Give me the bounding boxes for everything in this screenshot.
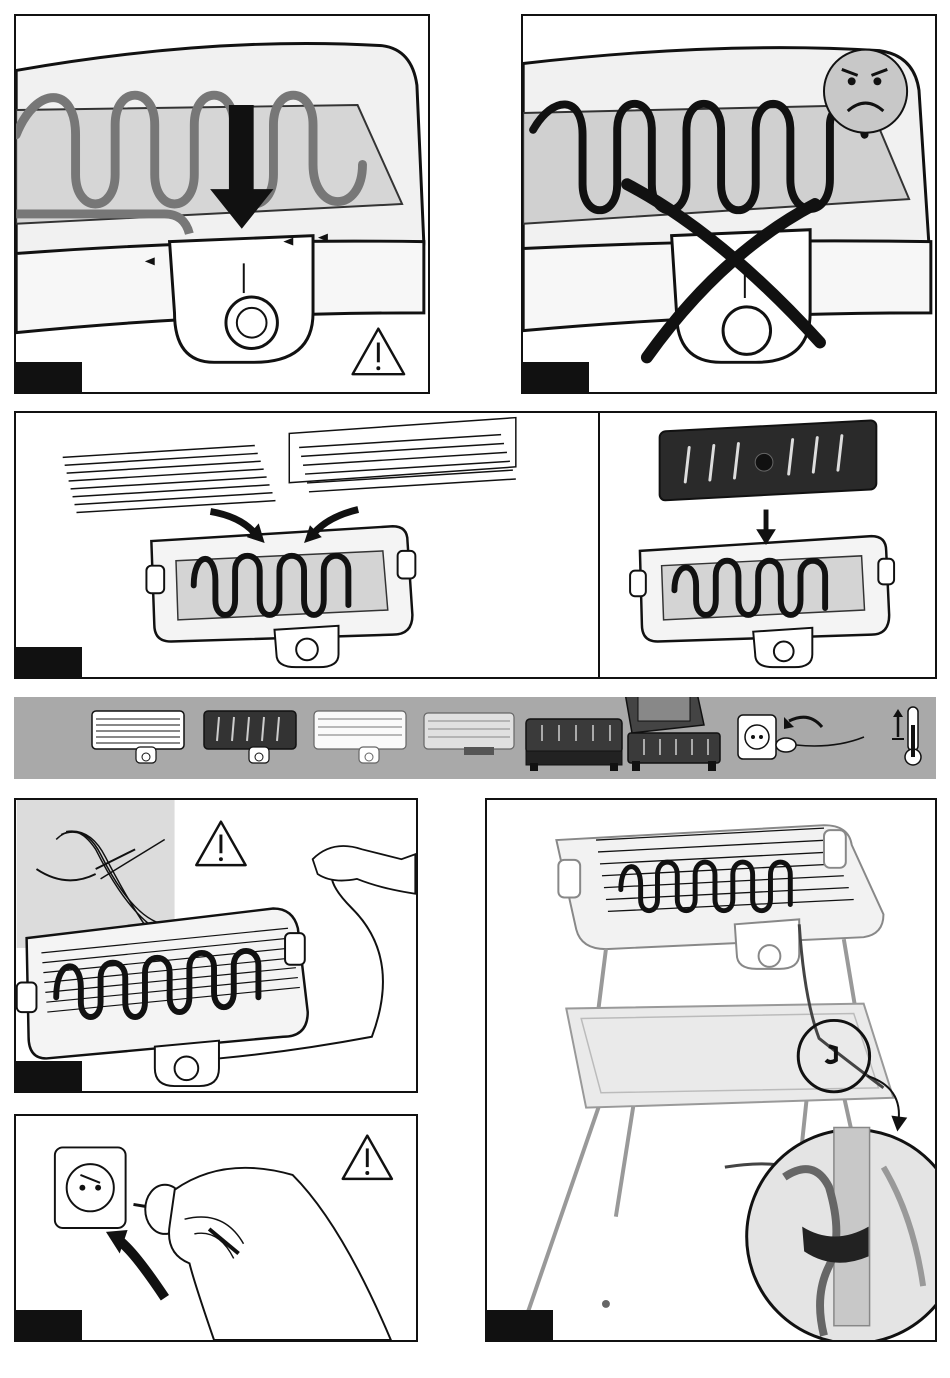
panel-place-wire-grills — [14, 411, 600, 679]
usage-strip-icons — [14, 697, 936, 779]
panel-insert-element — [14, 14, 430, 394]
panel-plug-in — [14, 1114, 418, 1342]
panel-tag — [16, 647, 82, 677]
thermometer-icon — [892, 707, 921, 765]
grill-tray-icon — [424, 713, 514, 755]
warning-triangle-icon — [16, 800, 416, 1091]
grill-wire-open-icon — [314, 711, 406, 763]
sad-face-icon — [523, 16, 935, 392]
magnifier-circle-icon — [487, 800, 935, 1340]
grill-plate-icon — [204, 711, 296, 763]
usage-strip — [14, 697, 936, 779]
panel-tag — [16, 1061, 82, 1091]
grill-closed-icon — [526, 719, 622, 771]
warning-triangle-icon — [16, 1116, 416, 1340]
panel-wrong-insertion — [521, 14, 937, 394]
panel-tag — [16, 362, 82, 392]
panel-place-cast-plate — [598, 411, 937, 679]
panel-stand-assembly — [485, 798, 937, 1342]
grill-wire-icon — [92, 711, 184, 763]
down-arrow-icon — [600, 413, 935, 677]
panel-tag — [16, 1310, 82, 1340]
curved-arrow-icon — [16, 413, 598, 677]
panel-tag — [487, 1310, 553, 1340]
wall-socket-icon — [738, 715, 864, 759]
warning-triangle-icon — [16, 16, 428, 392]
panel-unwind-cord — [14, 798, 418, 1093]
panel-tag — [523, 362, 589, 392]
grill-lid-open-icon — [624, 697, 720, 771]
